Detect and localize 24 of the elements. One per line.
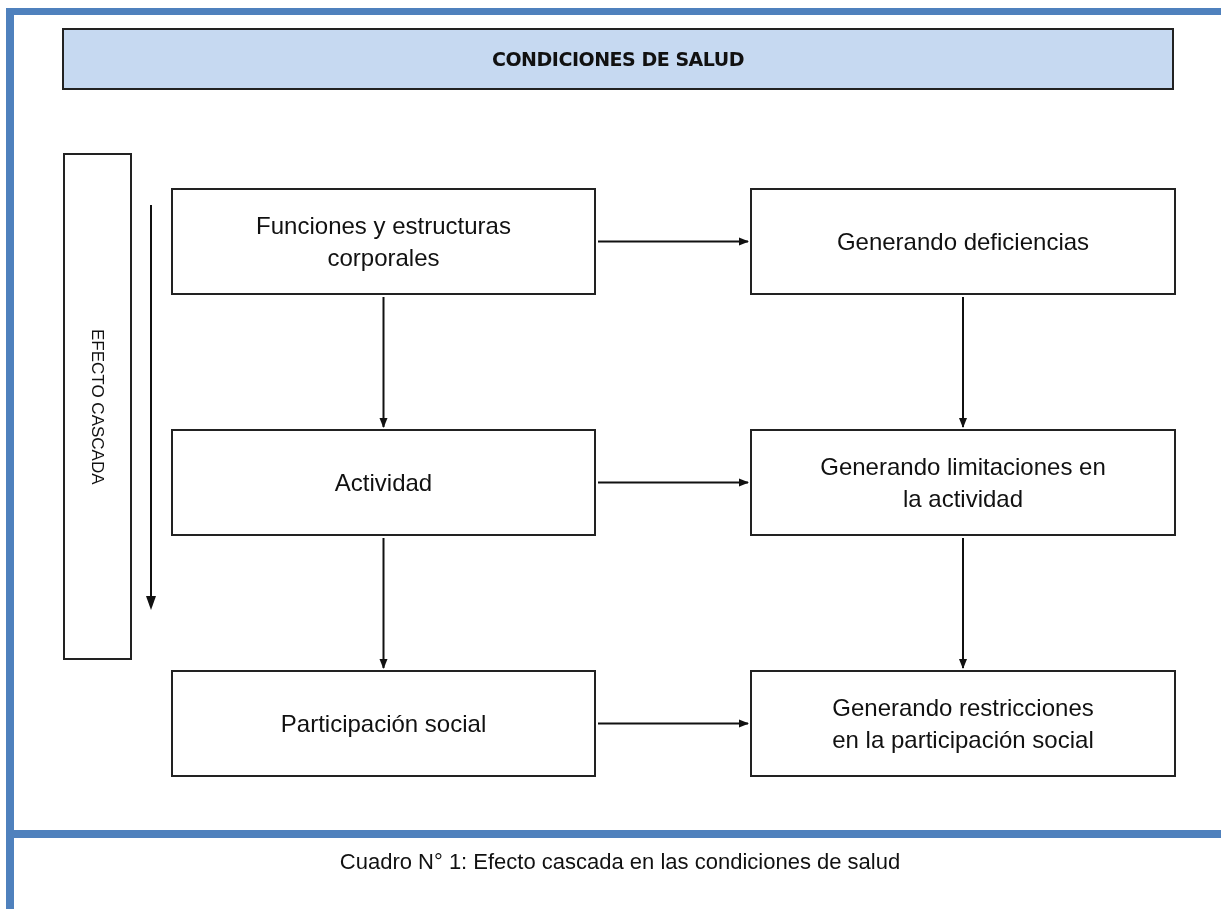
arrow xyxy=(597,478,749,487)
arrow xyxy=(379,296,388,428)
caption: Cuadro N° 1: Efecto cascada en las condiciones de salud xyxy=(338,848,902,876)
arrow xyxy=(597,237,749,246)
header-box xyxy=(62,28,1174,90)
process-box xyxy=(750,188,1176,295)
node-label: CONDICIONES DE SALUD xyxy=(491,46,745,72)
arrow xyxy=(959,537,967,669)
node-label: Participación social xyxy=(280,708,487,739)
arrow xyxy=(959,296,967,428)
node-label: EFECTO CASCADA xyxy=(87,328,109,485)
process-box xyxy=(171,188,596,295)
process-box xyxy=(750,670,1176,777)
node-label: Actividad xyxy=(334,467,433,498)
node-label: Funciones y estructuras corporales xyxy=(255,210,512,273)
node-label: Generando deficiencias xyxy=(836,226,1090,257)
process-box xyxy=(171,670,596,777)
node-label: Generando limitaciones en la actividad xyxy=(819,451,1107,514)
side-box xyxy=(63,153,132,660)
node-label: Generando restricciones en la participación social xyxy=(831,692,1095,755)
arrow xyxy=(597,719,749,728)
arrow xyxy=(379,537,388,669)
process-box xyxy=(171,429,596,536)
process-box xyxy=(750,429,1176,536)
